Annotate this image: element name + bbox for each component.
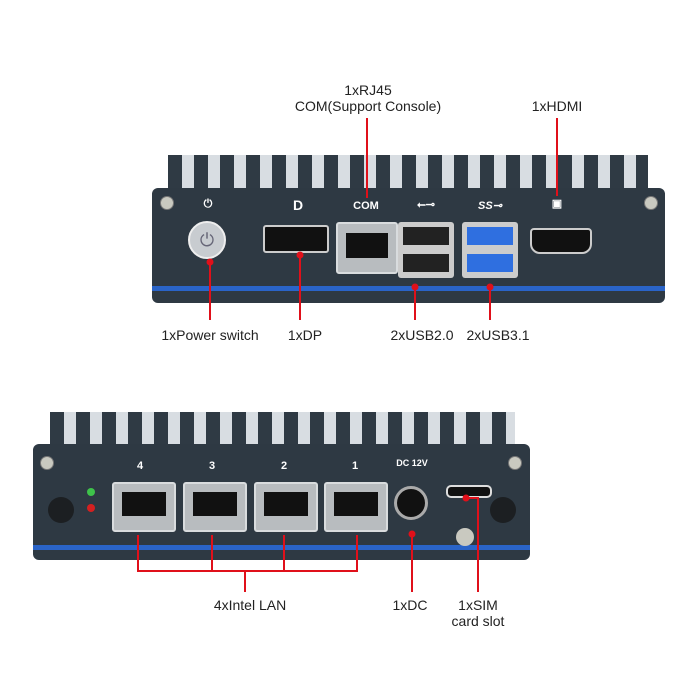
lan2-mark: 2 [280, 460, 288, 472]
screw [40, 456, 54, 470]
screw [160, 196, 174, 210]
annotation-dot [411, 283, 419, 291]
annotation-dot [206, 258, 214, 266]
rj45-com-port [336, 222, 398, 274]
thumb-screw [456, 528, 474, 546]
annotation-line [283, 535, 285, 571]
blue-stripe [33, 545, 530, 550]
label-sim: 1xSIM [458, 597, 498, 613]
label-hdmi: 1xHDMI [531, 98, 583, 114]
annotation-line [477, 497, 479, 592]
annotation-dot [296, 251, 304, 259]
lan3-mark: 3 [208, 460, 216, 472]
usb3-icon: SS⊸ [478, 200, 502, 212]
annotation-line [556, 118, 558, 196]
annotation-line [299, 255, 301, 320]
lan-port-3 [183, 482, 247, 532]
usb2-ports [398, 222, 454, 278]
annotation-line [244, 570, 246, 592]
annotation-dot [462, 494, 470, 502]
lan4-mark: 4 [136, 460, 144, 472]
power-button[interactable]: ⏻ [188, 221, 226, 259]
heatsink-fins [50, 412, 515, 448]
label-usb3: 2xUSB3.1 [466, 327, 530, 343]
label-usb2: 2xUSB2.0 [390, 327, 454, 343]
hdd-led [87, 504, 95, 512]
power-symbol-icon: ⏻ [203, 198, 213, 210]
lan1-mark: 1 [351, 460, 359, 472]
displayport-icon: D [292, 197, 304, 213]
lan-port-2 [254, 482, 318, 532]
annotation-dot [408, 530, 416, 538]
label-rj45-sub: COM(Support Console) [294, 98, 442, 114]
annotation-line [414, 287, 416, 320]
annotation-line [211, 535, 213, 571]
annotation-line [411, 534, 413, 592]
annotation-line [209, 262, 211, 320]
power-led [87, 488, 95, 496]
annotation-line [465, 497, 479, 499]
label-lan: 4xIntel LAN [213, 597, 287, 613]
displayport [263, 225, 329, 253]
annotation-line [137, 570, 358, 572]
hdmi-icon: ▣ [551, 198, 563, 210]
annotation-dot [486, 283, 494, 291]
label-rj45: 1xRJ45 [344, 82, 392, 98]
hdmi-port [530, 228, 592, 254]
usb-icon: ⭠⊸ [416, 199, 436, 211]
dc-jack [394, 486, 428, 520]
label-power: 1xPower switch [161, 327, 259, 343]
screw [644, 196, 658, 210]
label-dp: 1xDP [287, 327, 323, 343]
label-dc: 1xDC [392, 597, 428, 613]
screw [508, 456, 522, 470]
antenna-plug [48, 497, 74, 523]
com-mark: COM [353, 200, 379, 212]
annotation-line [366, 118, 368, 198]
antenna-plug [490, 497, 516, 523]
blue-stripe [152, 286, 665, 291]
annotation-line [489, 287, 491, 320]
usb3-ports [462, 222, 518, 278]
heatsink-fins [168, 155, 648, 193]
dc-mark: DC 12V [396, 458, 428, 468]
lan-port-1 [324, 482, 388, 532]
label-sim-sub: card slot [451, 613, 505, 629]
annotation-line [356, 535, 358, 571]
lan-port-4 [112, 482, 176, 532]
annotation-line [137, 535, 139, 571]
